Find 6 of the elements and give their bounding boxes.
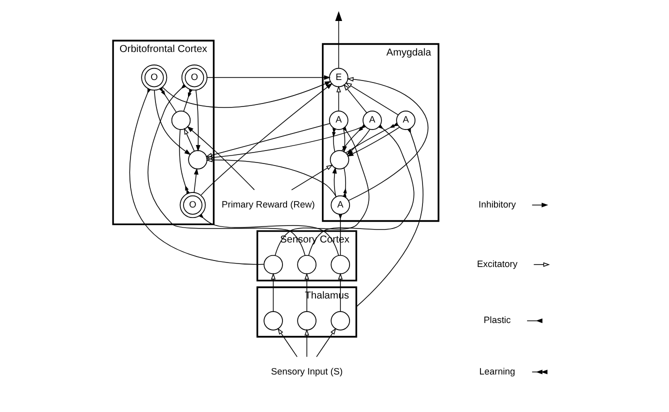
legend-label: Excitatory	[476, 258, 518, 269]
node-text: Sensory Input (S)	[270, 366, 343, 376]
legend-label: Plastic	[484, 315, 511, 326]
node-text: Primary Reward (Rew)	[222, 199, 315, 210]
legend-label: Inhibitory	[478, 199, 516, 210]
legend-label: Learning	[479, 366, 516, 376]
